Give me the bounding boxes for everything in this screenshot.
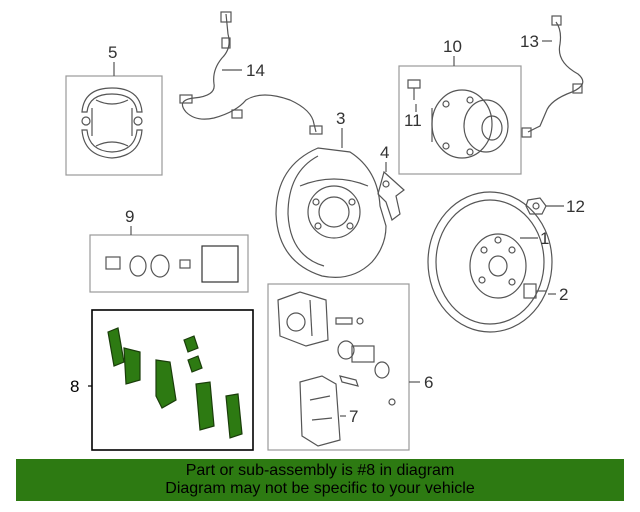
caliper-box	[267, 283, 410, 451]
parking-brake-bracket	[377, 170, 405, 221]
callout-10: 10	[443, 37, 462, 56]
callout-7: 7	[349, 407, 358, 426]
callout-8: 8	[70, 377, 79, 396]
hub-bearing-box	[398, 65, 522, 175]
caliper-bolt	[523, 283, 546, 299]
caliper-slide-pins	[335, 317, 396, 406]
brake-pad-kit-parts	[107, 327, 243, 439]
part-info-banner: Part or sub-assembly is #8 in diagram Di…	[16, 459, 624, 501]
callout-2: 2	[559, 285, 568, 304]
callout-5: 5	[108, 43, 117, 62]
caliper-housing	[277, 291, 329, 347]
callout-4: 4	[380, 143, 389, 162]
callout-13: 13	[520, 32, 539, 51]
backing-plate	[275, 147, 387, 278]
callout-9: 9	[125, 207, 134, 226]
callout-3: 3	[336, 109, 345, 128]
parking-brake-shoe-box	[65, 75, 163, 176]
hub-nut	[525, 197, 547, 215]
parking-brake-shoe-illustration	[81, 87, 143, 159]
abs-sensor-wire-left	[179, 11, 323, 135]
brake-pad-kit-box	[91, 309, 254, 451]
hub-bearing-illustration	[431, 89, 509, 159]
callout-1: 1	[540, 229, 549, 248]
seal-kit-illustration	[105, 245, 239, 283]
callout-6: 6	[424, 373, 433, 392]
caliper-bracket	[299, 375, 341, 447]
seal-kit-box	[89, 234, 249, 293]
banner-line-2: Diagram may not be specific to your vehi…	[165, 480, 475, 497]
callout-14: 14	[246, 61, 265, 80]
callout-11: 11	[404, 111, 422, 130]
brake-rotor	[427, 191, 553, 333]
callout-12: 12	[566, 197, 585, 216]
hub-bolt	[407, 79, 421, 100]
abs-sensor-wire-right	[521, 15, 584, 138]
banner-line-1: Part or sub-assembly is #8 in diagram	[185, 462, 455, 479]
